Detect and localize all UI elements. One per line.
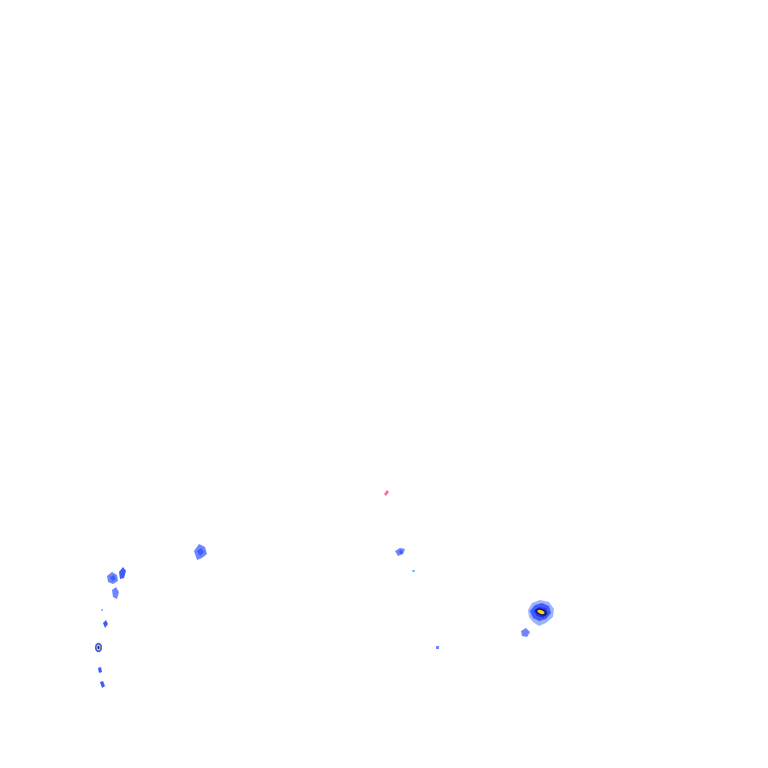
echo-cell-east-main: [528, 600, 554, 626]
echo-cell-pink: [384, 490, 389, 496]
echo-cell-center-left: [194, 544, 207, 560]
echo-cell-west-1: [107, 572, 118, 584]
echo-cell-west-2: [119, 567, 126, 579]
echo-cell-west-3: [112, 587, 119, 599]
echo-cell-west-4: [101, 609, 108, 628]
echo-cell-center: [395, 548, 405, 556]
echo-cell-west-6: [98, 667, 102, 673]
echo-cell-center-small: [412, 570, 415, 572]
echo-cell-east-dot: [436, 646, 439, 649]
echo-cell-west-5: [94, 642, 103, 653]
echo-cell-east-small: [521, 628, 530, 637]
echo-cell-west-7: [100, 681, 105, 688]
